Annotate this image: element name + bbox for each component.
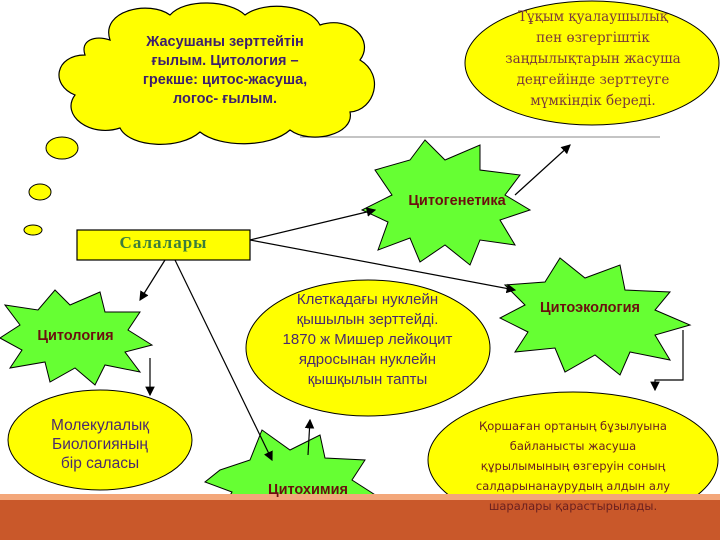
heredity-line: деңгейінде зерттеуге — [516, 72, 670, 88]
branches-label: Салалары — [119, 233, 208, 252]
arrows — [139, 144, 684, 462]
branches-box — [76, 229, 251, 261]
heredity-line: мүмкіндік береді. — [530, 93, 656, 109]
cytogenetics-label: Цитогенетика — [408, 193, 506, 209]
footer-band-light — [0, 494, 720, 500]
ecology-text: Қоршаған ортаның бұзылуына байланысты жа… — [448, 416, 698, 516]
molecular-line: Биологияның — [52, 436, 148, 453]
heredity-line: заңдылықтарын жасуша — [505, 51, 681, 67]
molecular-line: Молекулалық — [50, 417, 150, 434]
heredity-text: Тұқым қуалаушылық пен өзгергіштік заңдыл… — [478, 7, 708, 112]
ecology-line: байланысты жасуша — [509, 439, 637, 453]
ecology-line: салдарынанаурудың алдын алу — [475, 479, 671, 493]
cytoecology-label: Цитоэкология — [540, 300, 640, 316]
heredity-line: пен өзгергіштік — [536, 30, 650, 46]
heredity-ellipse — [464, 0, 720, 126]
nucleic-acid-line: Клеткадағы нуклейн — [296, 291, 439, 308]
cytochemistry-label: Цитохимия — [268, 482, 348, 498]
nucleic-acid-line: ядросынан нуклейн — [298, 351, 437, 368]
cytology-label: Цитология — [37, 328, 114, 344]
definition-line: ғылым. Цитология – — [151, 53, 299, 69]
definition-line: грекше: цитос-жасуша, — [142, 72, 308, 88]
footer-band — [0, 500, 720, 540]
ecology-line: шаралары қарастырылады. — [488, 499, 658, 513]
definition-line: логос- ғылым. — [172, 91, 278, 107]
molecular-ellipse — [7, 389, 193, 491]
ecology-line: құрылымының өзгеруін соның — [480, 459, 666, 473]
nucleic-acid-line: қышылын зерттейді. — [296, 311, 439, 328]
cytogenetics-burst — [360, 139, 532, 266]
nucleic-acid-text: Клеткадағы нуклейн қышылын зерттейді. 18… — [250, 290, 485, 390]
heredity-line: Тұқым қуалаушылық — [518, 9, 668, 25]
nucleic-acid-line: 1870 ж Мишер лейкоцит — [282, 331, 453, 348]
nucleic-acid-line: қышқылын тапты — [307, 371, 428, 388]
molecular-line: бір саласы — [60, 455, 140, 472]
molecular-text: Молекулалық Биологияның бір саласы — [20, 416, 180, 473]
definition-text: Жасушаны зерттейтін ғылым. Цитология – г… — [100, 33, 350, 109]
cytology-burst — [0, 289, 154, 386]
ecology-line: Қоршаған ортаның бұзылуына — [479, 419, 667, 433]
cytoecology-burst — [498, 257, 692, 376]
definition-line: Жасушаны зерттейтін — [146, 34, 304, 50]
center-ellipse — [245, 279, 491, 417]
definition-cloud — [23, 2, 376, 236]
